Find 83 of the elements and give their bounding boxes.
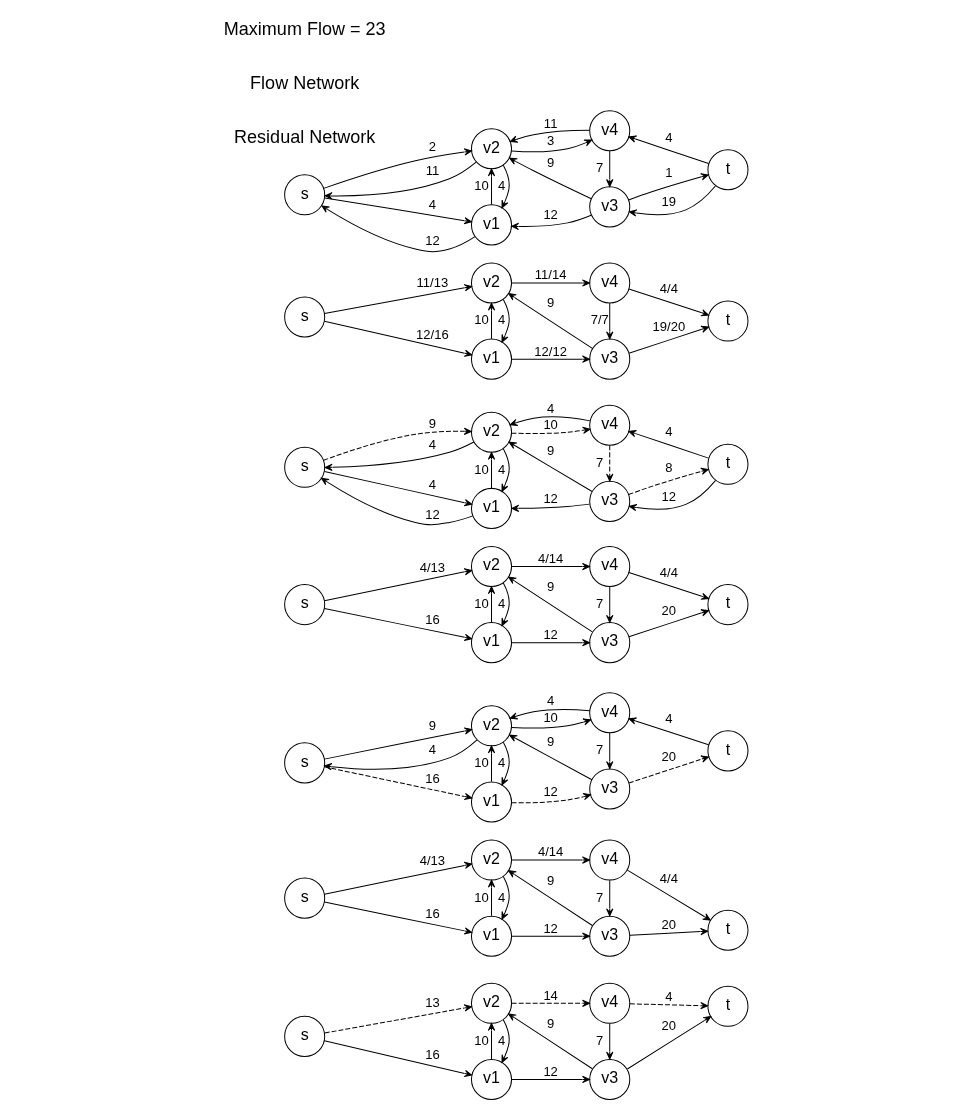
edge-label: 11 [543,116,557,132]
edge-label: 4 [497,1032,505,1048]
edge-label: 20 [661,1017,676,1033]
edge-label: 7 [595,160,603,176]
edge-label: 12 [542,784,558,800]
edge-label: 9 [546,734,554,750]
edge-label: 10 [473,889,489,905]
edge-label: 12 [542,920,558,936]
edge-label: 16 [424,905,440,921]
edge-label: 9 [546,295,554,311]
edge-label: 20 [661,916,676,932]
edge-label: 9 [546,442,554,458]
edge-label: 11/14 [534,267,566,283]
edge-label: 4/14 [537,844,563,860]
edge-label: 12/12 [533,343,567,359]
edge-label: 10 [473,178,489,194]
edge-label: 4 [664,711,672,727]
edge-label: 12 [542,207,558,223]
edge-label: 10 [473,755,489,771]
edge-label: 4 [664,130,672,146]
edge-label: 4/4 [659,870,678,886]
edge-label: 19 [661,194,676,210]
edge-label: 4 [428,436,436,452]
edge-label: 13 [424,994,440,1010]
edge-label: 1 [664,165,672,181]
edge-label: 7 [595,1032,603,1048]
edge-label: 4 [428,197,436,213]
edge-label: 12 [424,506,440,522]
edge-label: 7/7 [590,312,609,328]
edge-label: 9 [546,1015,554,1031]
edge-label: 9 [546,872,554,888]
edge-label: 4/13 [419,853,445,869]
edge-label: 4 [428,476,436,492]
edge-label: 4/13 [419,559,445,575]
edge-label: 11/13 [416,275,448,291]
edge-label: 4 [664,423,672,439]
edge-label: 12/16 [415,326,449,342]
edge-label: 7 [595,889,603,905]
edge-label: 11 [425,163,439,179]
edge-label: 16 [424,1046,440,1062]
edge-label: 4 [546,693,554,709]
label: Residual Network [233,127,375,148]
edge-label: 10 [473,312,489,328]
edge-label: 4 [497,178,505,194]
edge-label: 19/20 [652,319,685,335]
edge-label: 8 [664,459,672,475]
edge-label: 7 [595,596,603,611]
edge-label: 9 [428,415,436,431]
edge-label: 3 [546,133,554,149]
edge-label: 4 [497,596,505,611]
edge-label: 20 [661,603,676,619]
edge-label: 10 [542,416,558,432]
edge-label: 16 [424,612,440,628]
edge-label: 12 [542,627,558,643]
edge-label: 4/14 [537,550,563,566]
edge-label: 12 [542,1063,558,1079]
edge-label: 7 [595,742,603,758]
edge-label: 2 [428,139,436,155]
edge-label: 9 [546,578,554,594]
edge-label: 4/4 [659,281,678,297]
edge-label: 12 [424,233,440,249]
edge-label: 4 [546,400,554,416]
edge-label: 4 [497,461,505,477]
edge-label: 16 [424,771,440,787]
label: Maximum Flow = 23 [223,18,386,39]
edge-label: 10 [542,710,558,726]
label: Flow Network [249,73,359,94]
edge-label: 4 [497,755,505,771]
edge-label: 12 [542,490,558,506]
edge-label: 9 [428,718,436,734]
edge-label: 10 [473,596,489,611]
edge-label: 4 [664,988,672,1004]
edge-label: 4/4 [659,564,678,580]
edge-label: 12 [661,488,676,504]
edge-label: 4 [497,889,505,905]
edge-label: 4 [428,742,436,758]
edge-label: 14 [542,987,558,1003]
edge-label: 4 [497,312,505,328]
edge-label: 7 [595,454,603,470]
edge-label: 10 [473,461,489,477]
edge-label: 10 [473,1032,489,1048]
edge-label: 9 [546,155,554,171]
edge-label: 20 [661,749,676,765]
